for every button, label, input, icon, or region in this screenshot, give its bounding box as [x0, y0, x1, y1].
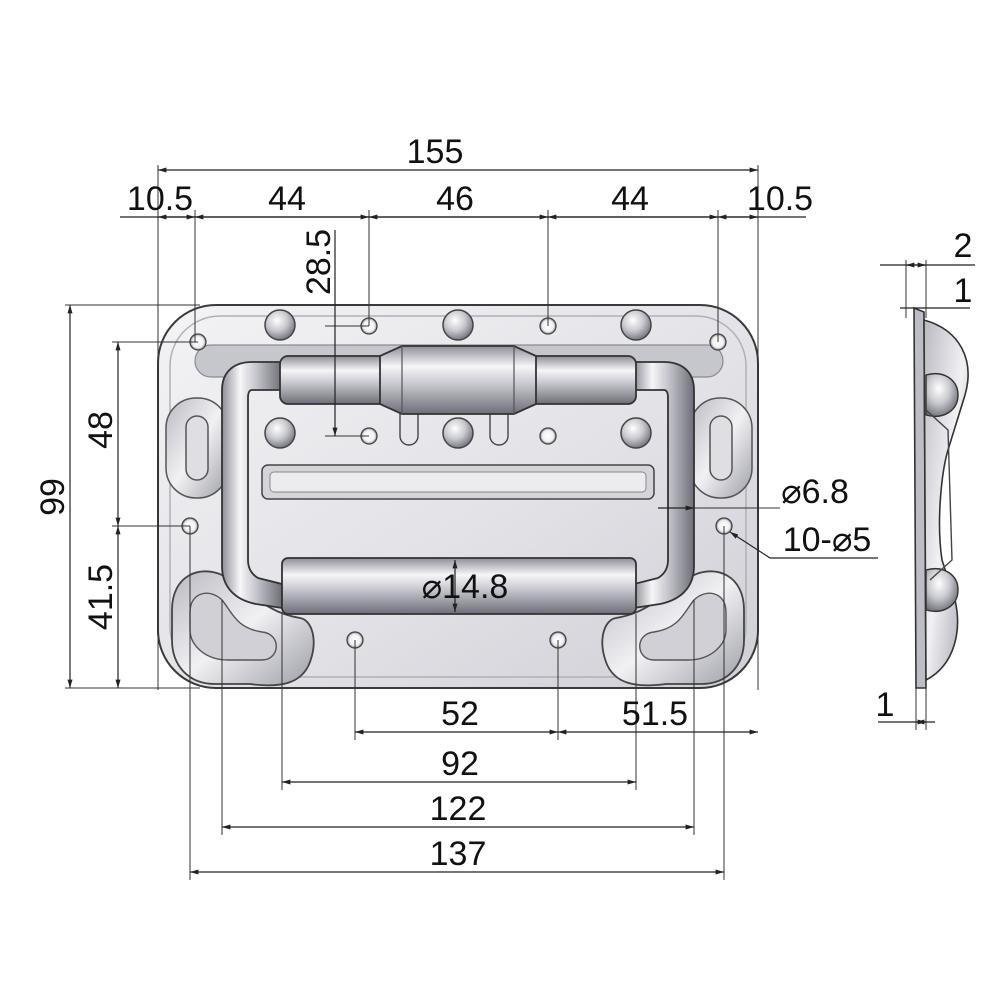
- dim-mount-holes: 10-⌀5: [783, 521, 872, 559]
- dim-overall-height: 99: [34, 478, 72, 516]
- rivets: [264, 309, 652, 449]
- left-side-slot: [165, 397, 229, 499]
- grip: [281, 557, 637, 615]
- right-bottom-pocket: [601, 570, 745, 687]
- dim-span-middle: 46: [436, 180, 474, 218]
- dim-bottom-right-offset: 51.5: [622, 695, 688, 733]
- side-view: [913, 306, 969, 689]
- dim-grip-diameter: ⌀14.8: [422, 568, 509, 606]
- dim-outer-hole-spacing: 137: [430, 835, 487, 873]
- extension-lines: [65, 165, 927, 880]
- dim-side-plate-thickness: 1: [954, 272, 973, 310]
- dim-side-flange-thickness: 2: [954, 227, 973, 265]
- dim-right-margin: 10.5: [747, 180, 813, 218]
- dim-span-right: 44: [611, 180, 649, 218]
- handle: [221, 345, 695, 615]
- dim-handle-tube-diameter: ⌀6.8: [781, 473, 849, 511]
- left-bottom-pocket: [171, 570, 315, 687]
- dimension-labels: 155 10.5 44 46 44 10.5 28.5 99 48 41.5 ⌀…: [34, 133, 972, 873]
- dim-upper-height: 48: [82, 411, 120, 449]
- dim-hole-row-spacing: 28.5: [300, 229, 338, 295]
- dim-overall-width: 155: [407, 133, 464, 171]
- dim-left-margin: 10.5: [127, 180, 193, 218]
- right-side-slot: [689, 397, 753, 499]
- dimension-lines: [67, 167, 975, 875]
- dim-span-left: 44: [268, 180, 306, 218]
- dim-lower-height: 41.5: [82, 564, 120, 630]
- dim-bottom-hole-spacing: 52: [441, 695, 479, 733]
- dim-handle-width: 122: [430, 790, 487, 828]
- dim-side-base-thickness: 1: [876, 686, 895, 724]
- front-view: [157, 304, 759, 689]
- dim-grip-length: 92: [441, 745, 479, 783]
